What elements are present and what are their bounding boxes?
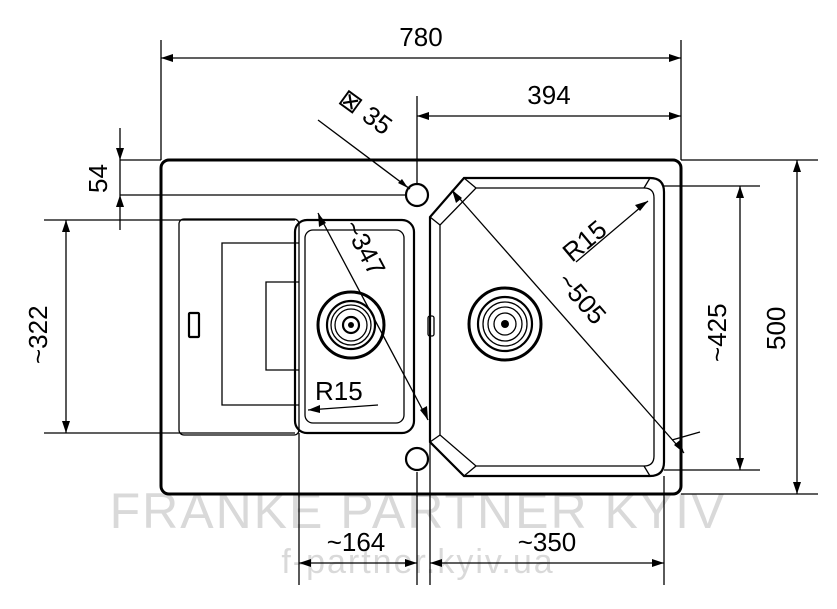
tap-hole-top-icon xyxy=(404,182,430,208)
tap-hole-bottom-icon xyxy=(404,446,430,472)
dim-large-bowl-radius: R15 xyxy=(557,200,649,268)
label-large-bowl-width: ~350 xyxy=(518,527,577,557)
dim-small-bowl-radius: R15 xyxy=(307,376,379,413)
dim-top-offset: 54 xyxy=(83,128,405,230)
label-large-bowl-diagonal: ~505 xyxy=(551,266,612,330)
label-small-bowl-width: ~164 xyxy=(327,527,386,557)
drainer-recess xyxy=(265,281,299,371)
dim-small-bowl-depth: ~322 xyxy=(23,219,295,434)
label-right-section: 394 xyxy=(527,80,570,110)
large-bowl-drain xyxy=(467,286,543,362)
large-bowl-corner-l xyxy=(429,216,441,226)
watermark-brand: FRANKE PARTNER KYIV xyxy=(110,483,727,539)
label-large-bowl-radius: R15 xyxy=(557,214,613,268)
large-bowl-corner-b xyxy=(463,465,477,477)
large-bowl-corner-br xyxy=(643,465,651,477)
drainer-inner-step xyxy=(221,242,299,406)
overflow-side xyxy=(427,315,435,337)
dim-large-bowl-width: ~350 xyxy=(429,442,665,585)
label-small-bowl-diagonal: ~347 xyxy=(338,215,392,281)
dim-tap-hole: ⊠ 35 xyxy=(317,83,411,190)
watermark: FRANKE PARTNER KYIV f-partner.kyiv.ua xyxy=(110,483,727,581)
dim-overall-depth: 500 xyxy=(681,159,818,495)
small-bowl-drain xyxy=(316,290,386,360)
label-small-bowl-radius: R15 xyxy=(315,376,363,406)
large-bowl-corner-bl xyxy=(429,434,441,443)
sink-outer-edge xyxy=(159,158,683,496)
label-large-bowl-depth: ~425 xyxy=(702,303,732,362)
dim-overall-width: 780 xyxy=(160,22,682,160)
label-top-offset: 54 xyxy=(83,164,113,193)
large-bowl-inner xyxy=(439,187,655,467)
large-bowl-corner-tr xyxy=(643,177,651,189)
label-small-bowl-depth: ~322 xyxy=(23,305,53,364)
label-tap-hole: ⊠ 35 xyxy=(333,83,398,141)
large-bowl-outer xyxy=(428,176,666,478)
dim-small-bowl-width: ~164 xyxy=(298,433,418,585)
sink-body xyxy=(159,158,683,496)
label-overall-depth: 500 xyxy=(761,307,791,350)
watermark-url: f-partner.kyiv.ua xyxy=(281,543,554,581)
large-bowl-corner-tl xyxy=(463,177,477,189)
dim-large-bowl-depth: ~425 xyxy=(664,185,760,471)
drainer-board xyxy=(178,218,300,436)
small-bowl-outer xyxy=(293,218,416,435)
small-bowl-inner xyxy=(304,229,405,424)
label-overall-width: 780 xyxy=(399,22,442,52)
overflow-slot xyxy=(187,311,201,339)
dim-right-section: 394 xyxy=(416,80,681,185)
